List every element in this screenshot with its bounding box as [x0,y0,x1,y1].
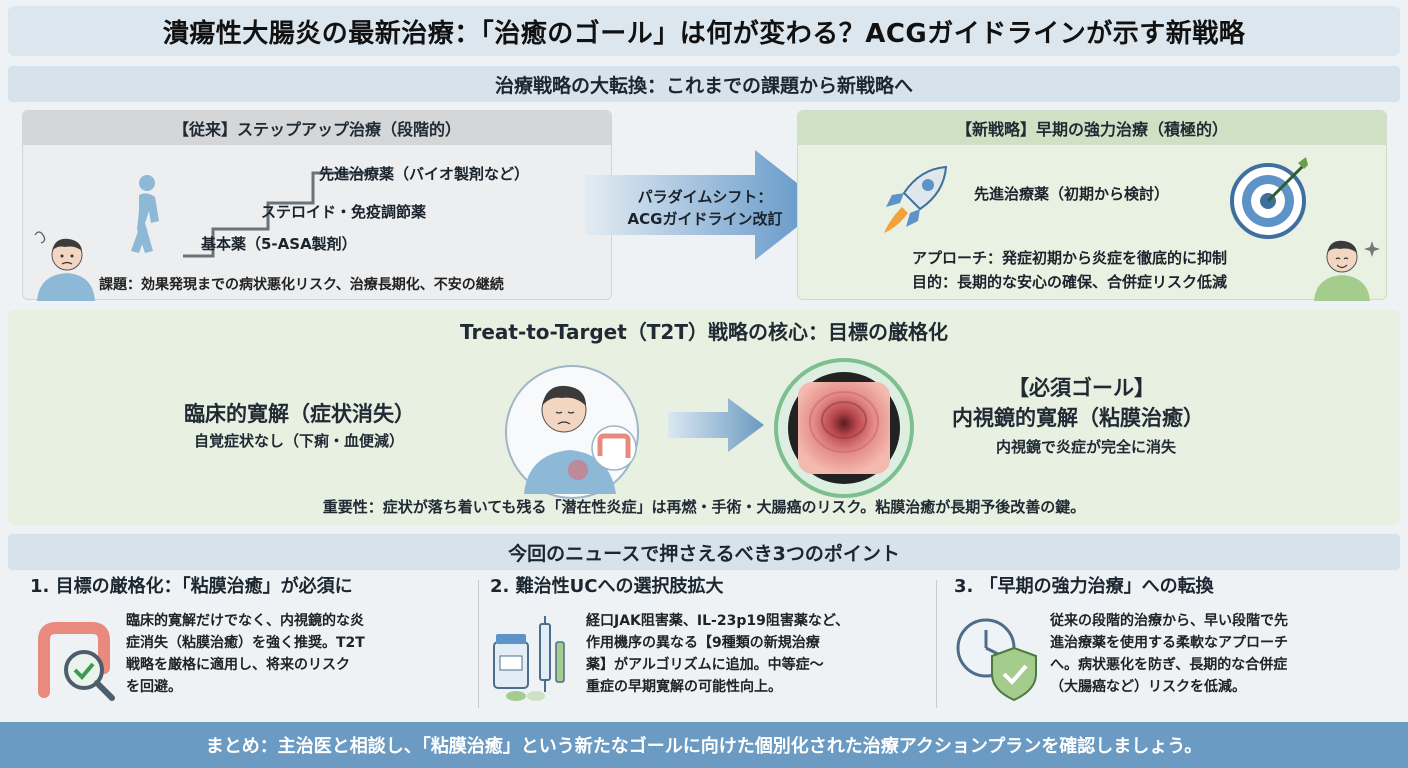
endoscopic-remission-title: 内視鏡的寛解（粘膜治癒） [952,406,1204,430]
step-steroids: ステロイド・免疫調節薬 [261,203,427,221]
new-strategy-header: 【新戦略】早期の強力治療（積極的） [798,111,1386,145]
point-3-body: 従来の段階的治療から、早い段階で先 進治療薬を使用する柔軟なアプローチ へ。病状… [1050,613,1288,695]
point-1-title: 1. 目標の厳格化：「粘膜治癒」が必須に [30,576,353,597]
old-strategy-issue: 課題：効果発現までの病状悪化リスク、治療長期化、不安の継続 [99,277,504,293]
section-strategy-heading: 治療戦略の大転換：これまでの課題から新戦略へ [8,66,1400,102]
medicine-icon [493,616,565,701]
point-3: 3. 「早期の強力治療」への転換 従来の段階的治療から、早い段階で先 進治療薬を… [954,572,1394,712]
rocket-icon [884,165,948,233]
point-2-title: 2. 難治性UCへの選択肢拡大 [490,576,724,597]
title-bar: 潰瘍性大腸炎の最新治療：「治癒のゴール」は何が変わる？ACGガイドラインが示す新… [8,6,1400,56]
t2t-section: Treat-to-Target（T2T）戦略の核心：目標の厳格化 臨床的寛解（症… [8,310,1400,525]
t2t-arrow [668,398,764,452]
walking-person-icon [131,175,159,253]
t2t-heading: Treat-to-Target（T2T）戦略の核心：目標の厳格化 [460,320,948,344]
new-strategy-drug: 先進治療薬（初期から検討） [974,185,1170,203]
point-2: 2. 難治性UCへの選択肢拡大 経口JAK阻害薬、IL-23p19阻害薬など、 … [490,572,930,712]
clinical-remission-title: 臨床的寛解（症状消失） [184,402,415,426]
page-title: 潰瘍性大腸炎の最新治療：「治癒のゴール」は何が変わる？ACGガイドラインが示す新… [162,18,1246,49]
t2t-importance: 重要性：症状が落ち着いても残る「潜在性炎症」は再燃・手術・大腸癌のリスク。粘膜治… [322,498,1086,516]
new-strategy-panel: 【新戦略】早期の強力治療（積極的） 先進治療薬（初期から検討） アプローチ：発症… [797,110,1387,301]
point-3-title: 3. 「早期の強力治療」への転換 [954,576,1214,597]
point-2-body: 経口JAK阻害薬、IL-23p19阻害薬など、 作用機序の異なる【9種類の新規治… [586,613,850,695]
summary-footer: まとめ：主治医と相談し、「粘膜治癒」という新たなゴールに向けた個別化された治療ア… [0,722,1408,768]
paradigm-shift-line1: パラダイムシフト： [637,188,773,206]
step-advanced-drugs: 先進治療薬（バイオ製剤など） [319,165,530,183]
key-points-heading: 今回のニュースで押さえるべき3つのポイント [8,534,1400,570]
abdominal-pain-patient-icon [505,365,639,499]
happy-person-icon [1314,240,1380,301]
old-strategy-header: 【従来】ステップアップ治療（段階的） [23,111,611,145]
step-basic-drugs: 基本薬（5-ASA製剤） [201,235,357,253]
new-strategy-approach: アプローチ：発症初期から炎症を徹底的に抑制 [912,249,1228,267]
endoscopy-mucosa-image [774,358,914,498]
required-goal-label: 【必須ゴール】 [1008,376,1155,400]
clinical-remission-sub: 自覚症状なし（下痢・血便減） [194,432,405,450]
staircase-icon [183,171,368,258]
paradigm-shift-line2: ACGガイドライン改訂 [627,210,783,228]
worried-person-icon [34,231,95,301]
colon-magnifier-icon [38,622,115,701]
points-divider-1 [478,580,479,708]
new-strategy-goal: 目的：長期的な安心の確保、合併症リスク低減 [912,273,1228,291]
target-icon [1230,157,1308,239]
old-strategy-panel: 【従来】ステップアップ治療（段階的） 先進治療薬（バイオ製剤など） ステロイド・… [22,110,612,301]
clock-shield-icon [956,618,1037,702]
point-1: 1. 目標の厳格化：「粘膜治癒」が必須に 臨床的寛解だけでなく、内視鏡的な炎 症… [30,572,470,712]
endoscopic-remission-sub: 内視鏡で炎症が完全に消失 [996,438,1177,456]
point-1-body: 臨床的寛解だけでなく、内視鏡的な炎 症消失（粘膜治癒）を強く推奨。T2T 戦略を… [126,613,365,695]
points-divider-2 [936,580,937,708]
paradigm-shift-arrow [585,150,825,260]
